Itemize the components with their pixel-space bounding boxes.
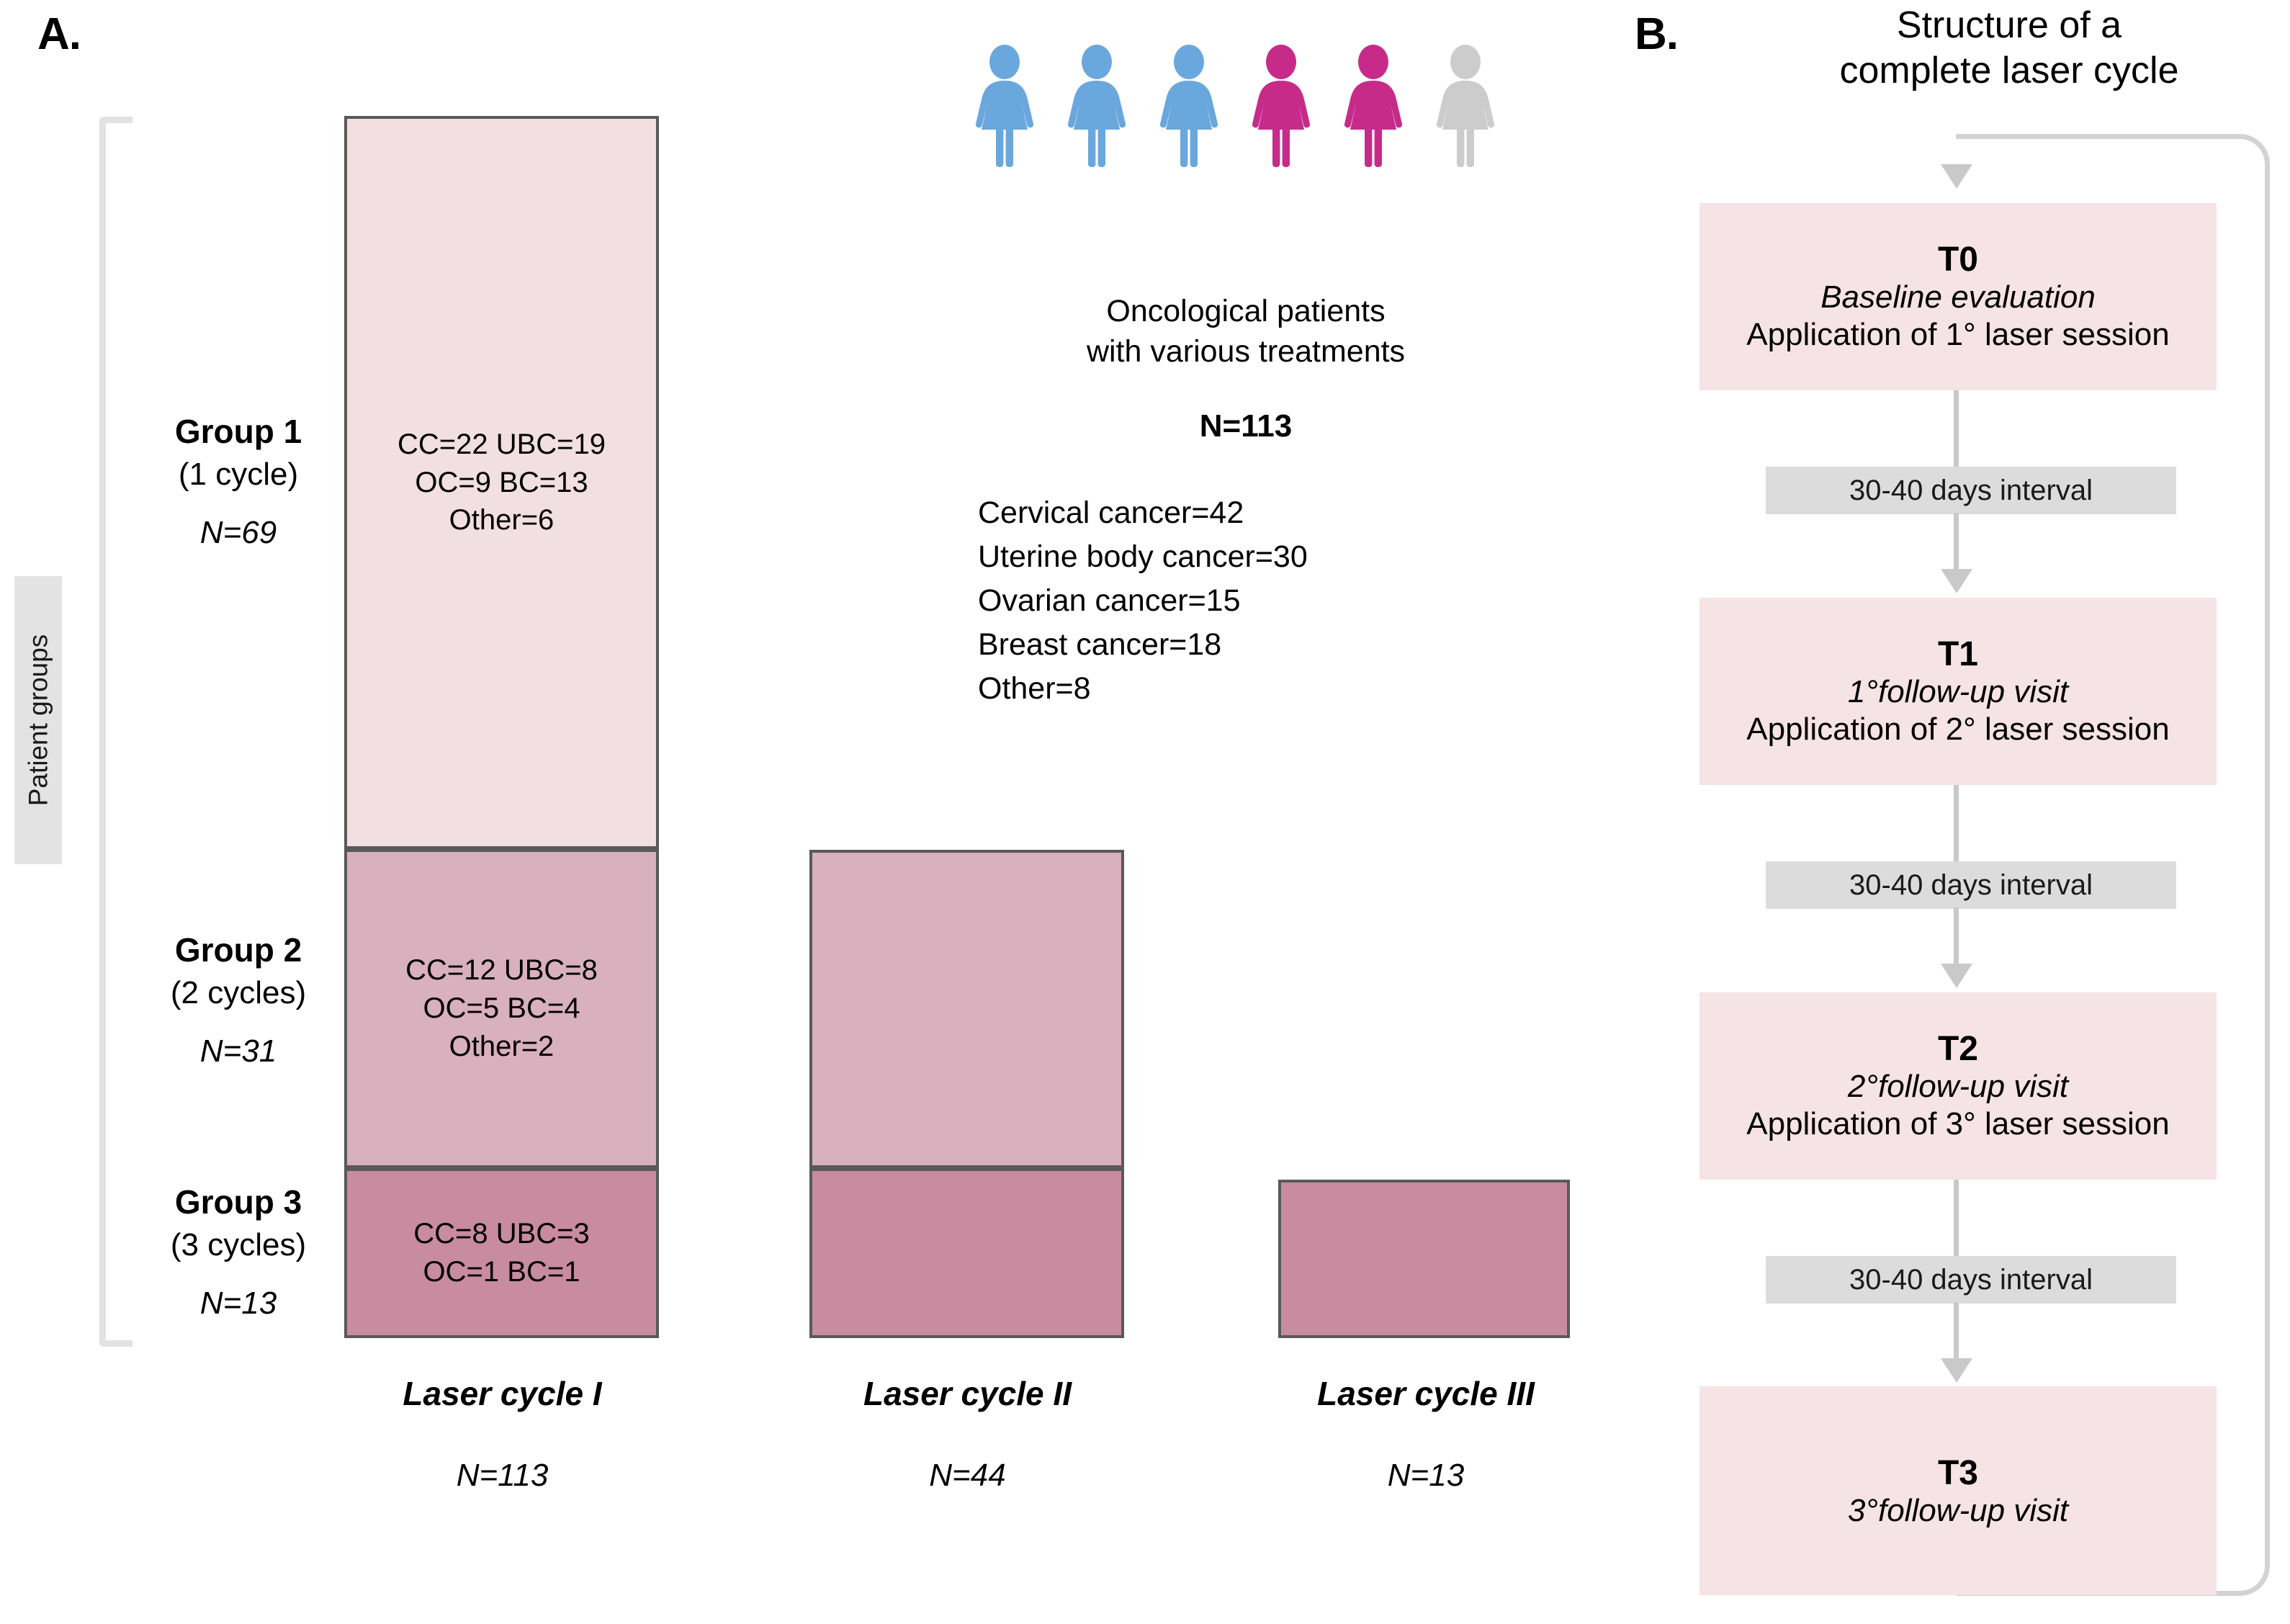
diagnosis-item: Uterine body cancer=30 xyxy=(978,539,1308,575)
patient-groups-bracket xyxy=(99,117,133,1347)
t1-code: T1 xyxy=(1937,634,1978,673)
bar1-seg1-line1: CC=22 UBC=19 xyxy=(397,428,606,460)
bar1-seg2-line1: CC=12 UBC=8 xyxy=(405,954,598,987)
cycle-3-title: Laser cycle III xyxy=(1317,1375,1535,1412)
connector-interval3-to-t3 xyxy=(1954,1302,1959,1361)
cycle-2-n: N=44 xyxy=(929,1458,1006,1493)
arrowhead-to-t1-icon xyxy=(1941,569,1972,593)
patient-figures-group xyxy=(961,43,1523,173)
group-3-label: Group 3 (3 cycles) N=13 xyxy=(134,1181,343,1324)
bar-cycle1-group2-segment: CC=12 UBC=8 OC=5 BC=4 Other=2 xyxy=(344,849,659,1168)
flow-step-t1: T1 1°follow-up visit Application of 2° l… xyxy=(1699,598,2217,785)
interval-3: 30-40 days interval xyxy=(1766,1256,2176,1304)
group-1-n: N=69 xyxy=(199,514,277,550)
diagnosis-item: Breast cancer=18 xyxy=(978,627,1222,663)
bar-cycle3-group3-segment xyxy=(1278,1180,1570,1338)
group-2-n: N=31 xyxy=(199,1033,277,1069)
t1-subtitle: 1°follow-up visit xyxy=(1847,673,2069,709)
person-figure-icon xyxy=(1344,45,1403,167)
t2-subtitle: 2°follow-up visit xyxy=(1847,1068,2069,1104)
connector-interval2-to-t2 xyxy=(1954,907,1959,966)
group-3-cycles: (3 cycles) xyxy=(170,1226,307,1262)
bar1-seg3-line2: OC=1 BC=1 xyxy=(423,1256,580,1288)
cohort-title-line1: Oncological patients xyxy=(1106,294,1386,328)
loopback-arrowhead-icon xyxy=(1941,164,1972,189)
flow-step-t3: T3 3°follow-up visit xyxy=(1699,1386,2217,1595)
bar1-seg2-line2: OC=5 BC=4 xyxy=(423,992,580,1025)
diagnosis-item: Other=8 xyxy=(978,671,1091,706)
cycle-2-title: Laser cycle II xyxy=(863,1375,1072,1412)
bar1-seg2-line3: Other=2 xyxy=(449,1030,554,1062)
person-figure-icon xyxy=(1252,45,1311,167)
group-2-cycles: (2 cycles) xyxy=(170,974,307,1010)
flow-step-t0: T0 Baseline evaluation Application of 1°… xyxy=(1699,203,2217,390)
cycle-3-n: N=13 xyxy=(1387,1458,1465,1493)
diagnosis-item: Cervical cancer=42 xyxy=(978,495,1244,530)
arrowhead-to-t3-icon xyxy=(1941,1358,1972,1383)
patient-groups-axis-label: Patient groups xyxy=(14,576,62,864)
bar-cycle2-group3-segment xyxy=(809,1168,1124,1338)
panel-b-letter: B. xyxy=(1635,9,1679,59)
bar1-seg1-line3: Other=6 xyxy=(449,504,554,537)
group-2-title: Group 2 xyxy=(174,931,302,969)
arrowhead-to-t2-icon xyxy=(1941,964,1972,988)
patient-groups-axis-label-text: Patient groups xyxy=(23,634,53,807)
connector-t1-to-interval2 xyxy=(1954,785,1959,864)
panel-b-title-line1: Structure of a xyxy=(1896,4,2122,46)
bar-cycle2-group2-segment xyxy=(809,850,1124,1168)
group-1-title: Group 1 xyxy=(174,413,302,450)
interval-1: 30-40 days interval xyxy=(1766,467,2176,514)
diagnosis-item: Ovarian cancer=15 xyxy=(978,583,1241,619)
person-figure-icon xyxy=(975,45,1034,167)
group-3-title: Group 3 xyxy=(174,1183,302,1221)
bar1-seg1-line2: OC=9 BC=13 xyxy=(415,466,588,498)
bar-cycle1-group1-segment: CC=22 UBC=19 OC=9 BC=13 Other=6 xyxy=(344,116,659,849)
panel-a-letter: A. xyxy=(37,9,81,59)
interval-2: 30-40 days interval xyxy=(1766,861,2176,909)
t0-code: T0 xyxy=(1937,240,1978,279)
connector-t2-to-interval3 xyxy=(1954,1180,1959,1259)
t2-description: Application of 3° laser session xyxy=(1746,1105,2170,1141)
t2-code: T2 xyxy=(1937,1029,1978,1068)
group-1-label: Group 1 (1 cycle) N=69 xyxy=(134,411,343,553)
bar-cycle1-group3-segment: CC=8 UBC=3 OC=1 BC=1 xyxy=(344,1168,659,1338)
connector-t0-to-interval1 xyxy=(1954,390,1959,470)
t0-description: Application of 1° laser session xyxy=(1746,316,2170,352)
group-3-n: N=13 xyxy=(199,1285,277,1321)
cycle-1-title: Laser cycle I xyxy=(403,1375,602,1412)
group-2-label: Group 2 (2 cycles) N=31 xyxy=(134,929,343,1072)
flow-step-t2: T2 2°follow-up visit Application of 3° l… xyxy=(1699,992,2217,1180)
person-figure-icon xyxy=(1159,45,1218,167)
bar1-seg3-line1: CC=8 UBC=3 xyxy=(413,1218,590,1250)
t3-code: T3 xyxy=(1937,1453,1978,1492)
cycle-3-caption: Laser cycle III N=13 xyxy=(1264,1374,1588,1494)
cohort-summary: Oncological patients with various treatm… xyxy=(943,292,1548,711)
person-figure-icon xyxy=(1067,45,1126,167)
panel-b-title-line2: complete laser cycle xyxy=(1839,50,2179,92)
group-1-cycles: (1 cycle) xyxy=(178,456,299,492)
t3-subtitle: 3°follow-up visit xyxy=(1847,1492,2069,1528)
cycle-2-caption: Laser cycle II N=44 xyxy=(804,1374,1131,1494)
cycle-1-n: N=113 xyxy=(456,1458,549,1493)
cycle-1-caption: Laser cycle I N=113 xyxy=(338,1374,666,1494)
cohort-total-n: N=113 xyxy=(1199,408,1293,444)
connector-interval1-to-t1 xyxy=(1954,513,1959,572)
cohort-title-line2: with various treatments xyxy=(1086,333,1406,369)
diagnosis-list: Cervical cancer=42 Uterine body cancer=3… xyxy=(943,491,1548,711)
panel-b-title: Structure of a complete laser cycle xyxy=(1743,3,2276,94)
person-figure-icon xyxy=(1436,45,1495,167)
t1-description: Application of 2° laser session xyxy=(1746,711,2170,747)
t0-subtitle: Baseline evaluation xyxy=(1820,279,2096,315)
